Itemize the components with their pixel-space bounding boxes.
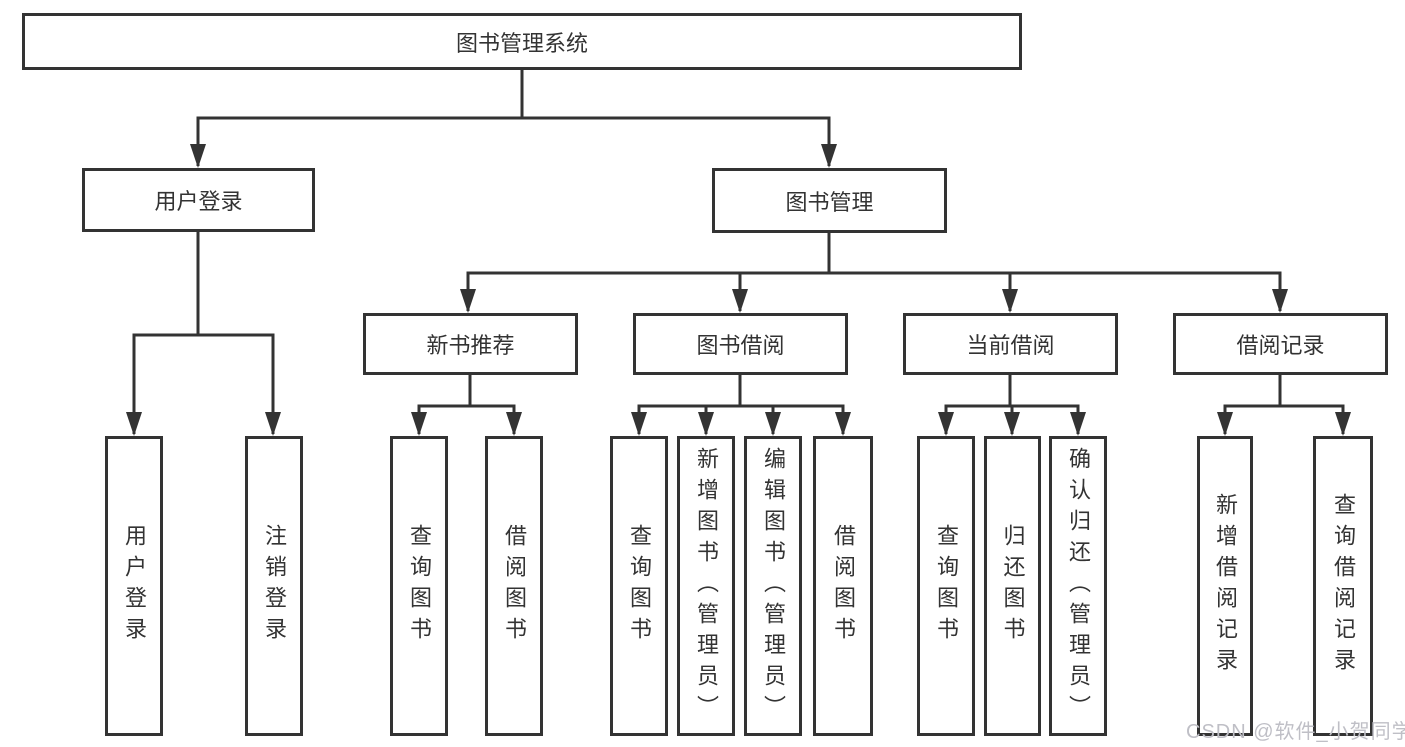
node-book-borrowing: 图书借阅 xyxy=(633,313,848,375)
connector-edges xyxy=(132,70,1345,434)
node-leaf-query-books-borrowing: 查询图书 xyxy=(610,436,668,736)
node-label: 注销登录 xyxy=(262,524,287,648)
node-label: 新增图书（管理员） xyxy=(694,446,719,726)
node-label: 确认归还（管理员） xyxy=(1066,446,1091,726)
node-leaf-query-books-recommend: 查询图书 xyxy=(390,436,448,736)
node-leaf-borrow-books-recommend: 借阅图书 xyxy=(485,436,543,736)
node-label: 查询图书 xyxy=(627,524,652,648)
node-label: 借阅图书 xyxy=(831,524,856,648)
node-leaf-edit-books-admin: 编辑图书（管理员） xyxy=(744,436,802,736)
node-label: 新增借阅记录 xyxy=(1213,493,1238,679)
node-borrowing-records: 借阅记录 xyxy=(1173,313,1388,375)
node-label: 归还图书 xyxy=(1000,524,1026,648)
node-leaf-query-books-current: 查询图书 xyxy=(917,436,975,736)
node-current-borrowing: 当前借阅 xyxy=(903,313,1118,375)
node-leaf-confirm-return-admin: 确认归还（管理员） xyxy=(1049,436,1107,736)
node-leaf-borrow-books-borrowing: 借阅图书 xyxy=(813,436,873,736)
node-leaf-add-books-admin: 新增图书（管理员） xyxy=(677,436,735,736)
node-leaf-add-borrow-record: 新增借阅记录 xyxy=(1197,436,1253,736)
node-new-book-recommend: 新书推荐 xyxy=(363,313,578,375)
node-leaf-return-books: 归还图书 xyxy=(984,436,1041,736)
node-root-system: 图书管理系统 xyxy=(22,13,1022,70)
csdn-watermark: CSDN @软件_小贺同学 xyxy=(1186,721,1405,743)
node-leaf-logout: 注销登录 xyxy=(245,436,303,736)
node-user-login-branch: 用户登录 xyxy=(82,168,315,232)
node-label: 借阅图书 xyxy=(502,524,527,648)
node-label: 查询图书 xyxy=(407,524,432,648)
node-label: 编辑图书（管理员） xyxy=(761,446,786,726)
node-leaf-user-login: 用户登录 xyxy=(105,436,163,736)
node-book-management-branch: 图书管理 xyxy=(712,168,947,233)
node-leaf-query-borrow-record: 查询借阅记录 xyxy=(1313,436,1373,736)
node-label: 查询图书 xyxy=(934,524,959,648)
node-label: 用户登录 xyxy=(122,524,147,648)
node-label: 查询借阅记录 xyxy=(1331,493,1356,679)
connector-arrowheads xyxy=(126,144,1351,436)
